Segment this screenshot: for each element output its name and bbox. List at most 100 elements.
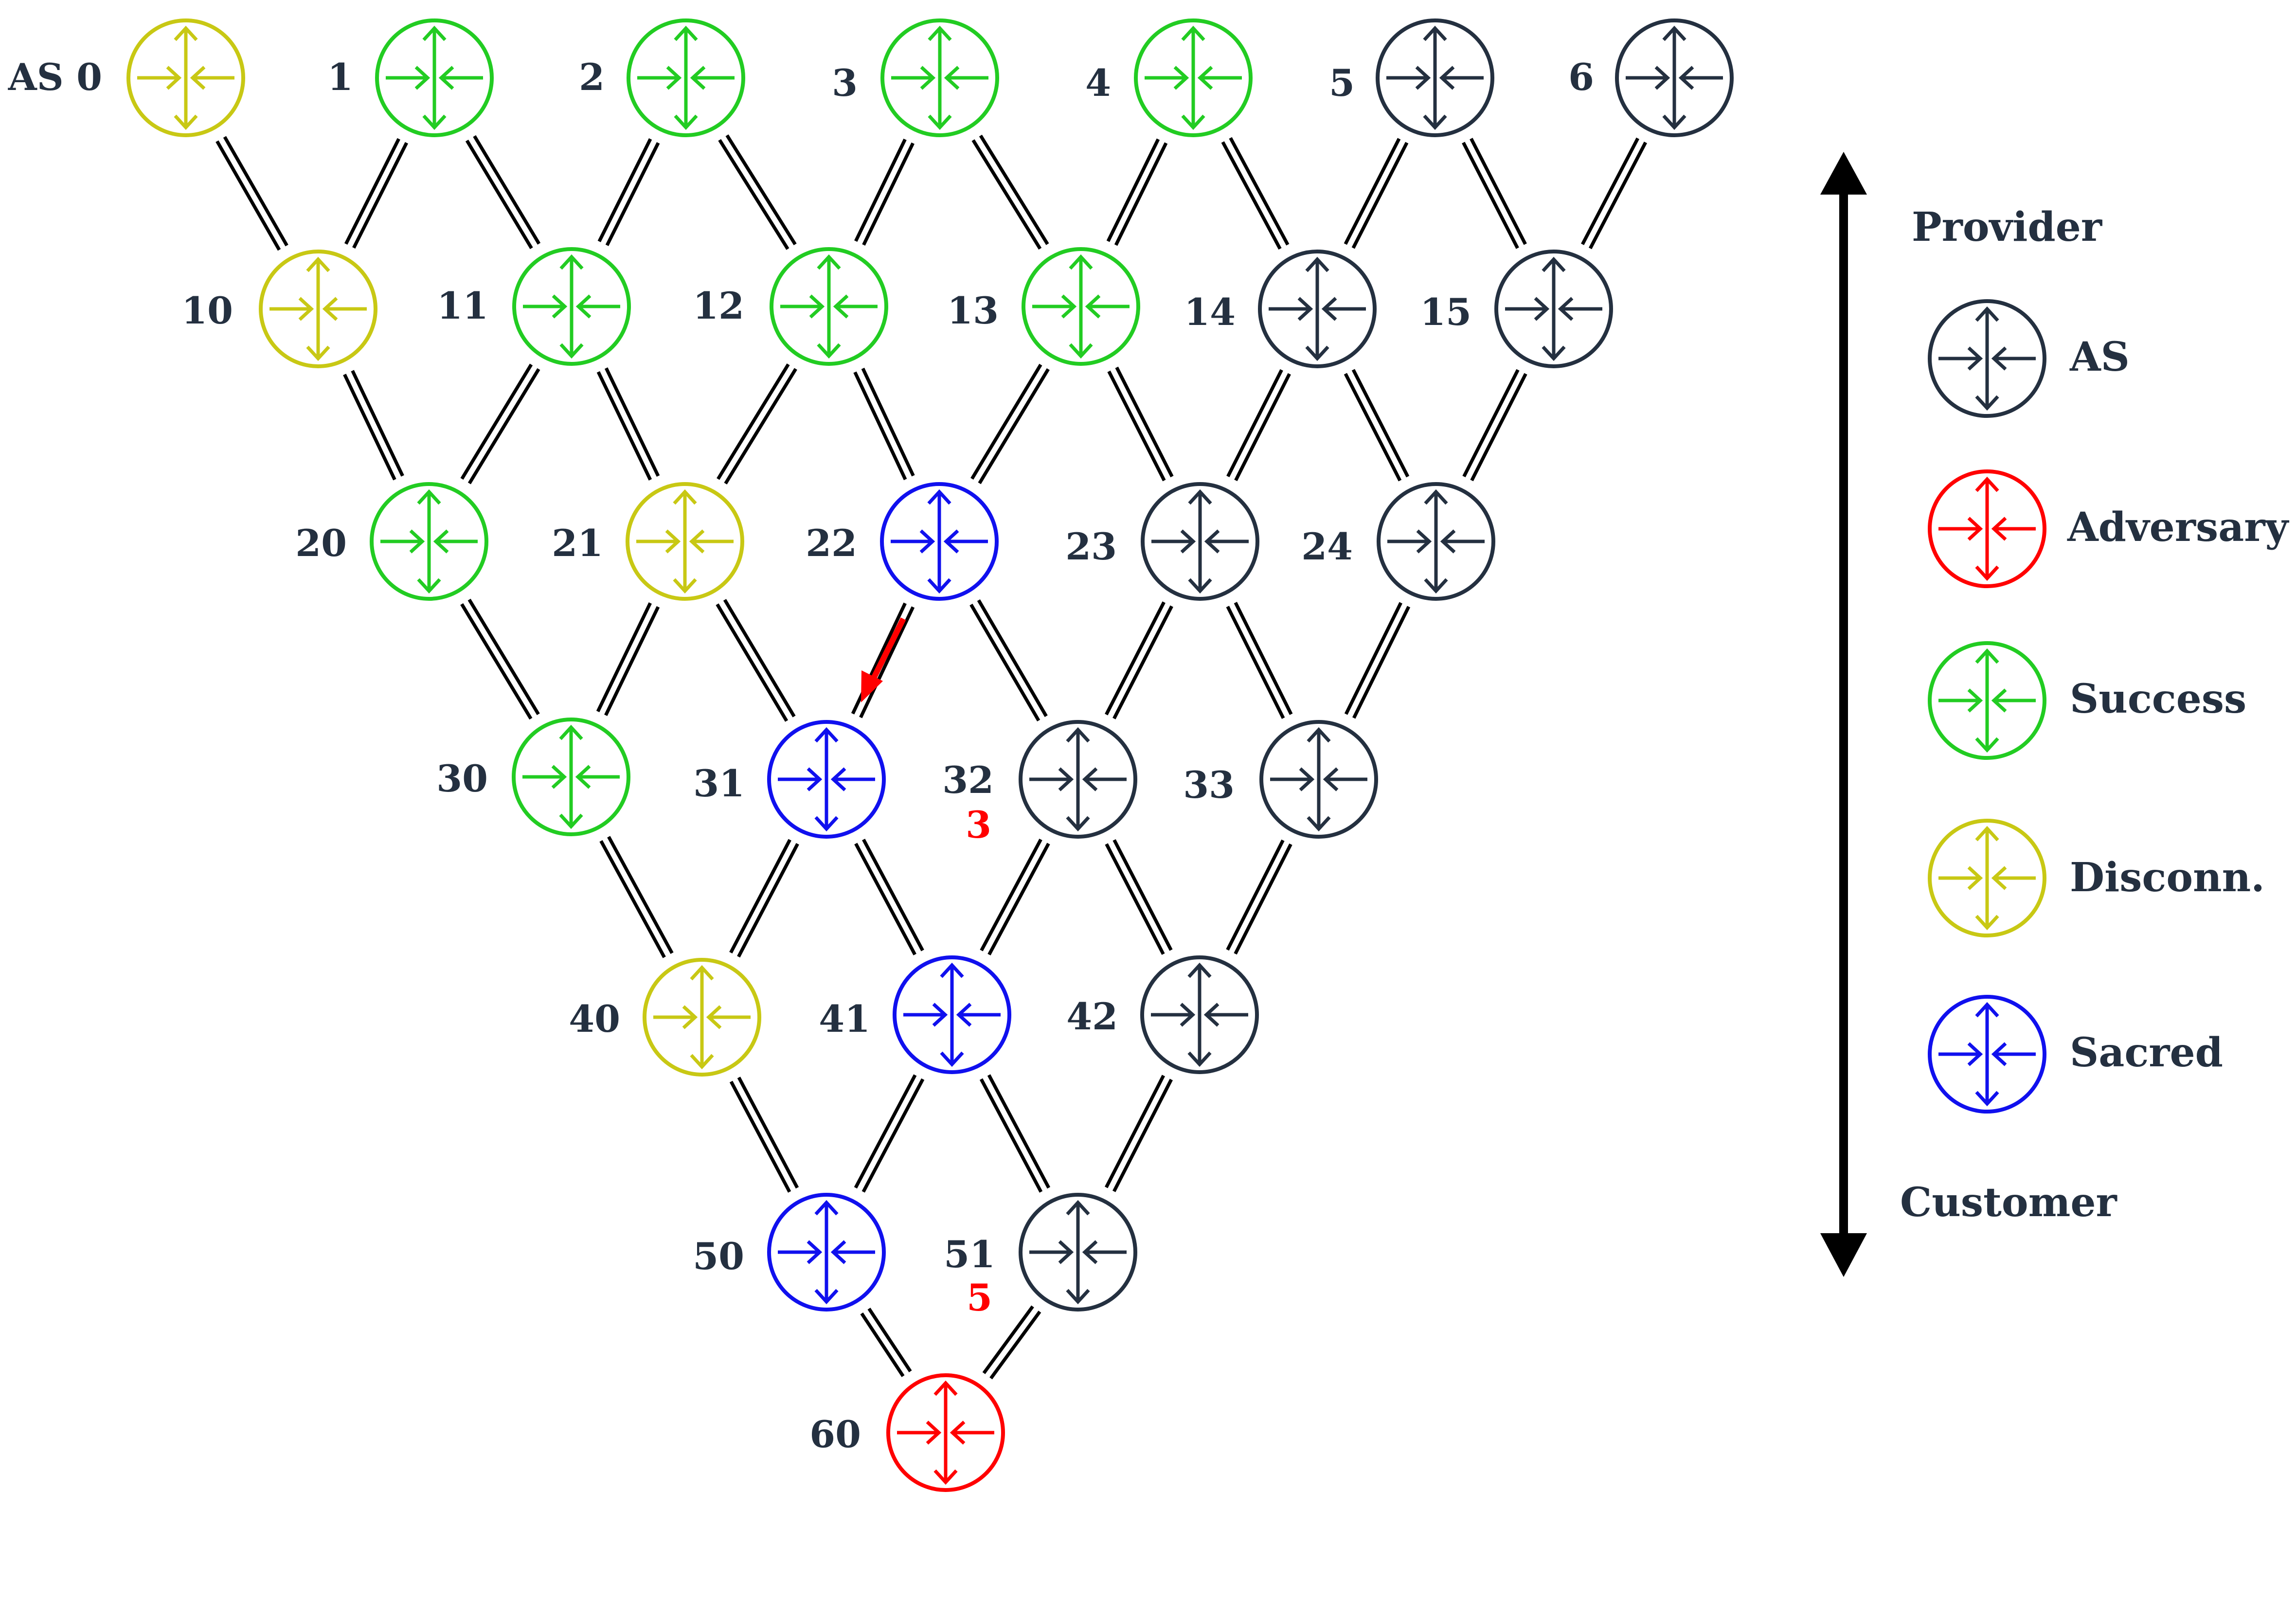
node-as-20[interactable]: 20 (295, 484, 486, 599)
link-n32-n42 (1105, 839, 1173, 955)
link-n31-n40 (729, 839, 799, 958)
link-n23-n33 (1226, 602, 1293, 719)
link-n10-n20 (343, 370, 404, 481)
highlight-arrow (861, 617, 906, 702)
node-as-12[interactable]: 12 (693, 249, 886, 364)
link-n2-n11 (597, 138, 660, 246)
link-n1-n10 (344, 138, 408, 249)
node-as-5[interactable]: 5 (1329, 20, 1492, 135)
node-as-0[interactable]: AS 0 (8, 20, 243, 135)
legend-item-success: Success (1930, 643, 2246, 758)
node-label: 24 (1301, 525, 1353, 568)
legend-item-sacred: Sacred (1930, 997, 2223, 1112)
node-as-6[interactable]: 6 (1568, 20, 1732, 135)
link-n14-n24 (1344, 369, 1410, 482)
legend-item-label: Sacred (2070, 1029, 2223, 1076)
link-n13-n23 (1107, 366, 1174, 482)
node-label: 2 (579, 55, 605, 99)
link-n14-n23 (1226, 369, 1291, 482)
node-label: 40 (569, 997, 620, 1041)
node-label: 22 (806, 521, 857, 565)
node-label: 32 (942, 758, 994, 802)
node-as-14[interactable]: 14 (1184, 252, 1375, 366)
node-as-21[interactable]: 21 (552, 484, 742, 599)
link-n21-n31 (716, 599, 796, 722)
node-as-22[interactable]: 22 (806, 484, 997, 599)
node-label: 1 (327, 55, 353, 99)
node-as-32[interactable]: 32 3 (942, 722, 1135, 846)
node-as-30[interactable]: 30 (436, 719, 628, 834)
node-as-10[interactable]: 10 (181, 252, 376, 366)
link-n22-n32 (969, 599, 1048, 722)
link-n32-n41 (980, 838, 1050, 956)
node-as-31[interactable]: 31 (693, 722, 884, 837)
legend-item-adversary: Adversary (1930, 471, 2289, 586)
link-n24-n33 (1344, 602, 1411, 719)
link-n0-n10 (215, 136, 288, 251)
node-as-50[interactable]: 50 (693, 1195, 884, 1310)
node-as-1[interactable]: 1 (327, 20, 492, 135)
legend-item-label: Success (2070, 676, 2246, 722)
link-n11-n20 (460, 363, 540, 485)
node-as-42[interactable]: 42 (1066, 957, 1257, 1072)
node-as-24[interactable]: 24 (1301, 484, 1493, 599)
node-label: 4 (1085, 61, 1111, 105)
provider-customer-axis-arrow (1820, 152, 1867, 1277)
link-n5-n14 (1344, 138, 1409, 249)
node-as-40[interactable]: 40 (569, 960, 759, 1075)
link-n41-n51 (979, 1074, 1051, 1193)
link-n41-n50 (854, 1074, 925, 1193)
link-n5-n15 (1462, 138, 1527, 249)
link-n50-n60 (860, 1308, 912, 1377)
node-label: 33 (1183, 763, 1235, 807)
node-label: 5 (1329, 61, 1355, 105)
legend-customer-label: Customer (1900, 1179, 2118, 1226)
node-as-60[interactable]: 60 (809, 1375, 1003, 1490)
link-n30-n40 (599, 836, 674, 958)
node-label: 41 (819, 997, 870, 1041)
links-layer (215, 134, 1647, 1380)
node-as-4[interactable]: 4 (1085, 20, 1251, 135)
link-n4-n13 (1106, 138, 1168, 246)
node-label: 23 (1065, 525, 1117, 568)
node-label: 12 (693, 284, 744, 327)
node-as-3[interactable]: 3 (832, 20, 997, 135)
link-n42-n51 (1104, 1075, 1173, 1192)
node-label: 20 (295, 521, 347, 565)
link-n13-n22 (970, 363, 1050, 485)
link-n15-n24 (1462, 369, 1527, 482)
legend-item-as: AS (1930, 301, 2130, 416)
node-as-23[interactable]: 23 (1065, 484, 1257, 599)
node-as-33[interactable]: 33 (1183, 722, 1376, 837)
node-label: 11 (437, 284, 488, 327)
link-n6-n15 (1581, 137, 1647, 250)
link-n2-n12 (718, 134, 797, 250)
link-n31-n41 (854, 839, 924, 955)
node-label: 6 (1568, 55, 1594, 99)
hop-count: 3 (966, 803, 991, 846)
node-label: 10 (181, 289, 233, 332)
node-label: 30 (436, 757, 488, 800)
legend-item-label: Adversary (2067, 504, 2289, 551)
node-label: 15 (1420, 290, 1471, 334)
link-n3-n12 (854, 139, 915, 246)
node-label: 13 (947, 289, 999, 332)
node-as-15[interactable]: 15 (1420, 252, 1611, 366)
node-as-2[interactable]: 2 (579, 20, 743, 135)
node-label: 3 (832, 61, 858, 105)
node-as-51[interactable]: 51 5 (944, 1195, 1135, 1319)
link-n12-n22 (853, 367, 915, 481)
legend: Provider Customer AS Adversary Success D… (1820, 152, 2289, 1277)
node-as-11[interactable]: 11 (437, 249, 629, 364)
node-label: 31 (693, 762, 745, 805)
link-n1-n11 (465, 135, 541, 250)
node-as-41[interactable]: 41 (819, 957, 1009, 1072)
link-n33-n42 (1226, 839, 1292, 955)
node-as-13[interactable]: 13 (947, 249, 1138, 364)
link-n12-n21 (717, 363, 797, 485)
link-n21-n30 (596, 602, 660, 716)
hop-count: 5 (967, 1276, 992, 1319)
node-label: 51 (944, 1233, 995, 1276)
node-label: 50 (693, 1235, 744, 1278)
